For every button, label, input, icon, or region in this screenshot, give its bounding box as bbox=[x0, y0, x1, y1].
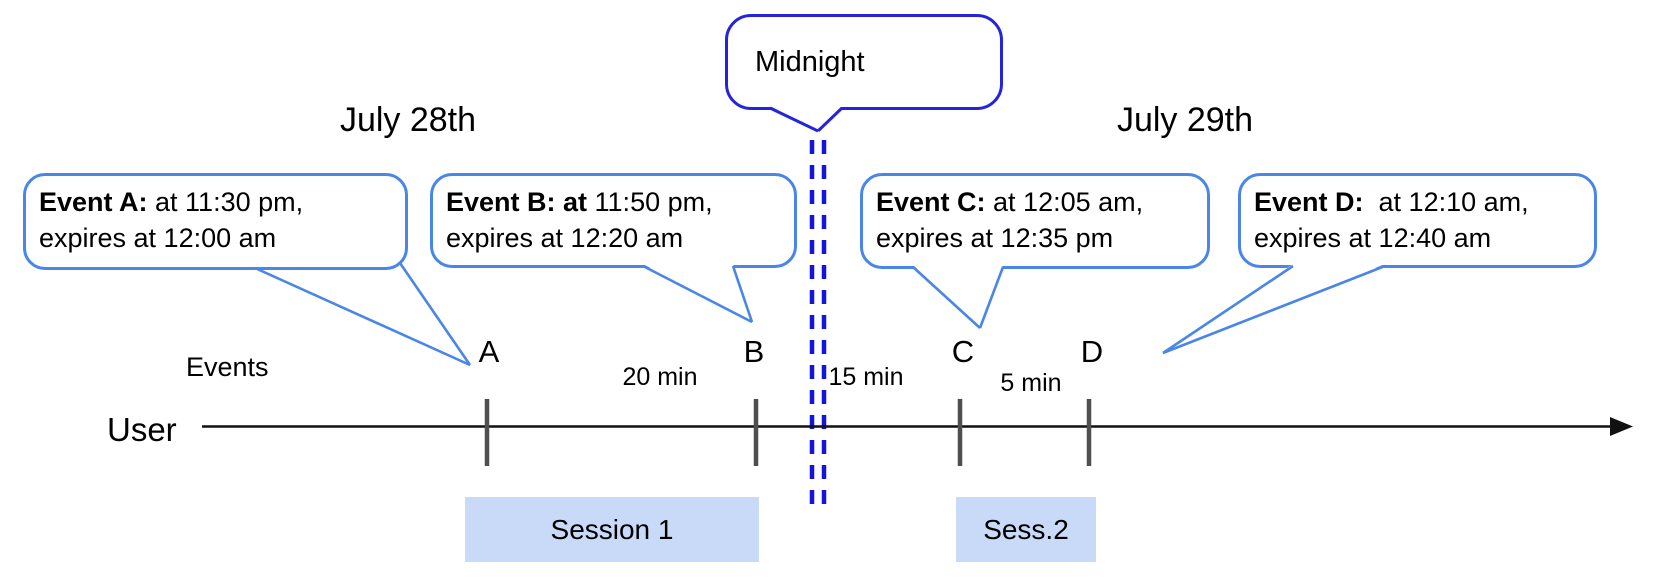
event-a-tail-left bbox=[254, 266, 471, 367]
event-a-tail-right bbox=[398, 262, 472, 366]
midnight-tail-right bbox=[816, 106, 844, 133]
event-d-line1: Event D: at 12:10 am, bbox=[1254, 187, 1529, 217]
event-b-tail-fill bbox=[643, 264, 752, 322]
date-label-july-29: July 29th bbox=[1116, 101, 1254, 139]
event-c-line1: Event C: at 12:05 am, bbox=[876, 187, 1144, 217]
event-d-tail-fill bbox=[1163, 264, 1385, 353]
event-a-line1: Event A: at 11:30 pm, bbox=[39, 187, 304, 217]
event-c-callout: Event C: at 12:05 am, expires at 12:35 p… bbox=[860, 173, 1210, 269]
event-a-callout: Event A: at 11:30 pm, expires at 12:00 a… bbox=[23, 173, 408, 270]
event-b-line2: expires at 12:20 am bbox=[446, 223, 684, 253]
events-axis-label: Events bbox=[186, 352, 269, 382]
event-d-callout: Event D: at 12:10 am, expires at 12:40 a… bbox=[1238, 173, 1597, 268]
date-label-july-28: July 28th bbox=[339, 101, 477, 139]
midnight-callout: Midnight bbox=[725, 14, 1003, 110]
event-c-tail-fill bbox=[913, 265, 1003, 328]
event-b-tail-right bbox=[731, 265, 754, 323]
session-1-label: Session 1 bbox=[550, 513, 674, 545]
event-b-tail-left bbox=[642, 264, 753, 324]
event-a-line2: expires at 12:00 am bbox=[39, 223, 277, 253]
interval-label-20min: 20 min bbox=[622, 363, 698, 391]
event-d-tail-left bbox=[1162, 264, 1294, 355]
tick-label-b: B bbox=[743, 334, 765, 369]
event-b-callout: Event B: at 11:50 pm, expires at 12:20 a… bbox=[430, 173, 797, 268]
interval-label-15min: 15 min bbox=[828, 363, 904, 391]
midnight-label: Midnight bbox=[755, 45, 865, 78]
tick-label-d: D bbox=[1080, 334, 1104, 369]
midnight-tail-left bbox=[769, 106, 819, 133]
interval-label-5min: 5 min bbox=[1000, 369, 1062, 397]
event-c-tail-left bbox=[912, 266, 981, 329]
event-d-tail-right bbox=[1162, 264, 1386, 355]
event-c-line2: expires at 12:35 pm bbox=[876, 223, 1114, 253]
event-c-tail-right bbox=[978, 266, 1005, 329]
session-1-box: Session 1 bbox=[465, 497, 759, 562]
session-2-label: Sess.2 bbox=[983, 513, 1069, 545]
session-2-box: Sess.2 bbox=[956, 497, 1096, 562]
timeline-arrowhead-icon bbox=[1610, 417, 1633, 436]
user-axis-label: User bbox=[107, 411, 177, 448]
tick-label-c: C bbox=[951, 334, 975, 369]
tick-label-a: A bbox=[478, 334, 500, 369]
event-b-line1: Event B: at 11:50 pm, bbox=[446, 187, 713, 217]
event-d-line2: expires at 12:40 am bbox=[1254, 223, 1492, 253]
